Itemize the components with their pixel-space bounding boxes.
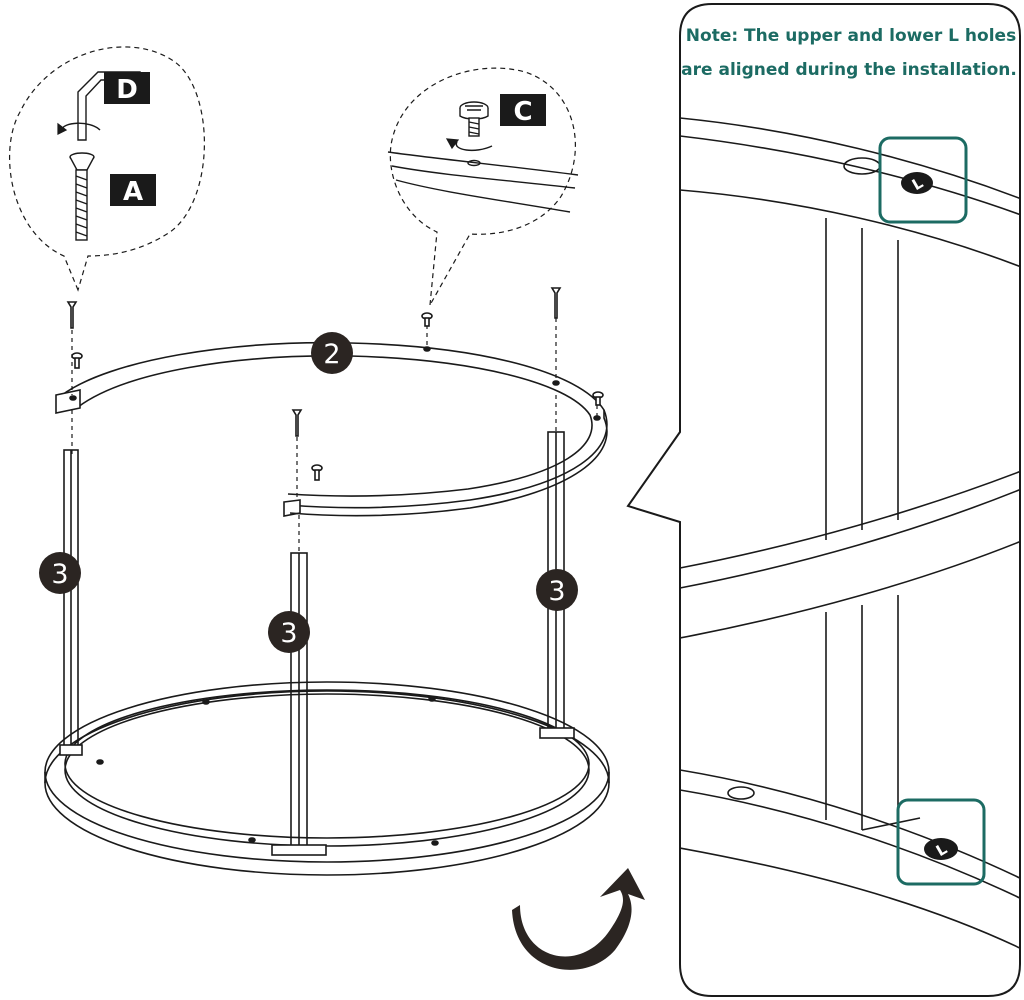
knob-screw-icon bbox=[459, 101, 489, 137]
callout-center bbox=[387, 67, 579, 306]
highlight-box-lower bbox=[896, 798, 986, 886]
leg-left bbox=[59, 449, 83, 756]
bottom-ring bbox=[44, 681, 610, 876]
svg-text:3: 3 bbox=[51, 559, 68, 590]
hole-mark-lower: L bbox=[924, 838, 958, 860]
screw-guides bbox=[71, 318, 598, 555]
note-line-2: are aligned during the installation. bbox=[681, 60, 1017, 80]
flip-arrow-icon bbox=[512, 868, 645, 970]
badge-leg-left: 3 bbox=[39, 552, 81, 594]
svg-text:3: 3 bbox=[280, 618, 297, 649]
bolt-icon bbox=[69, 152, 95, 241]
badge-leg-right: 3 bbox=[536, 569, 578, 611]
badge-leg-center: 3 bbox=[268, 611, 310, 653]
leg-center bbox=[271, 552, 327, 856]
callout-left bbox=[9, 46, 205, 292]
badge-ring-2: 2 bbox=[311, 332, 353, 374]
label-A: A bbox=[110, 174, 156, 207]
svg-text:C: C bbox=[513, 97, 532, 127]
highlight-box-upper bbox=[878, 136, 968, 224]
svg-text:A: A bbox=[123, 177, 143, 207]
detail-panel: L L Note: The upper and lower L holes ar… bbox=[626, 3, 1021, 997]
hole-mark-upper: L bbox=[901, 172, 933, 194]
bolt-icon bbox=[66, 287, 562, 437]
ring-detail bbox=[387, 151, 579, 213]
label-D: D bbox=[104, 72, 150, 105]
svg-text:D: D bbox=[116, 75, 138, 105]
note-line-1: Note: The upper and lower L holes bbox=[686, 26, 1016, 46]
svg-text:2: 2 bbox=[323, 339, 340, 370]
rotate-arrow-icon bbox=[445, 138, 493, 152]
label-C: C bbox=[500, 94, 546, 127]
knob-screw-icon bbox=[71, 312, 604, 481]
svg-text:3: 3 bbox=[548, 576, 565, 607]
rotate-arrow-icon bbox=[57, 122, 101, 135]
main-assembly bbox=[44, 287, 610, 876]
